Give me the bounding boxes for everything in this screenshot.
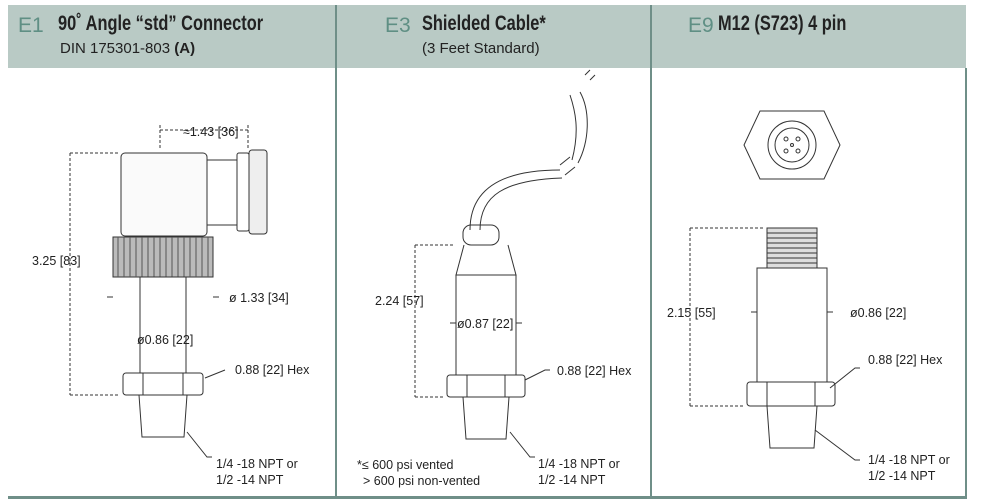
dim-thread: 1/4 -18 NPT or 1/2 -14 NPT [868,452,950,484]
dim-width-top: ≈1.43 [36] [183,125,239,139]
dim-height: 3.25 [83] [32,254,81,268]
e3-drawing [414,69,596,458]
divider [650,5,652,498]
subtitle-bold: (A) [174,40,196,57]
dim-body-diameter: ø0.86 [22] [850,306,907,320]
dim-height: 2.24 [57] [375,294,424,308]
thread-line-2: 1/2 -14 NPT [538,473,606,487]
divider [965,68,967,498]
panel-code: E3 [385,14,411,37]
subtitle-text: DIN 175301-803 [60,40,171,57]
dim-hex: 0.88 [22] Hex [868,353,943,367]
footnote-line-2: > 600 psi non-vented [363,474,481,488]
e1-drawing [69,125,268,458]
dim-body-diameter: ø0.86 [22] [137,333,194,347]
dim-thread: 1/4 -18 NPT or 1/2 -14 NPT [538,456,620,488]
divider [335,5,337,498]
panel-code: E1 [18,14,44,37]
thread-line-1: 1/4 -18 NPT or [216,457,298,471]
panel-subtitle: DIN 175301-803 (A) [60,40,195,57]
panel-subtitle: (3 Feet Standard) [422,40,540,57]
dim-thread: 1/4 -18 NPT or 1/2 -14 NPT [216,456,298,488]
footnote: *≤ 600 psi vented > 600 psi non-vented [357,457,480,489]
dim-collar-diameter: ø 1.33 [34] [229,291,289,305]
dim-height: 2.15 [55] [667,306,716,320]
dim-hex: 0.88 [22] Hex [235,363,310,377]
panel-code: E9 [688,14,714,37]
bottom-rule [8,496,967,499]
panel-title: M12 (S723) 4 pin [718,12,847,35]
panel-title: Shielded Cable* [422,12,546,35]
thread-line-1: 1/4 -18 NPT or [538,457,620,471]
thread-line-2: 1/2 -14 NPT [868,469,936,483]
panel-title: 90˚ Angle “std” Connector [58,12,264,35]
thread-line-1: 1/4 -18 NPT or [868,453,950,467]
header-band [8,5,966,68]
dim-body-diameter: ø0.87 [22] [457,317,514,331]
thread-line-2: 1/2 -14 NPT [216,473,284,487]
dim-hex: 0.88 [22] Hex [557,364,632,378]
e9-drawing [689,110,860,461]
footnote-line-1: *≤ 600 psi vented [357,458,454,472]
